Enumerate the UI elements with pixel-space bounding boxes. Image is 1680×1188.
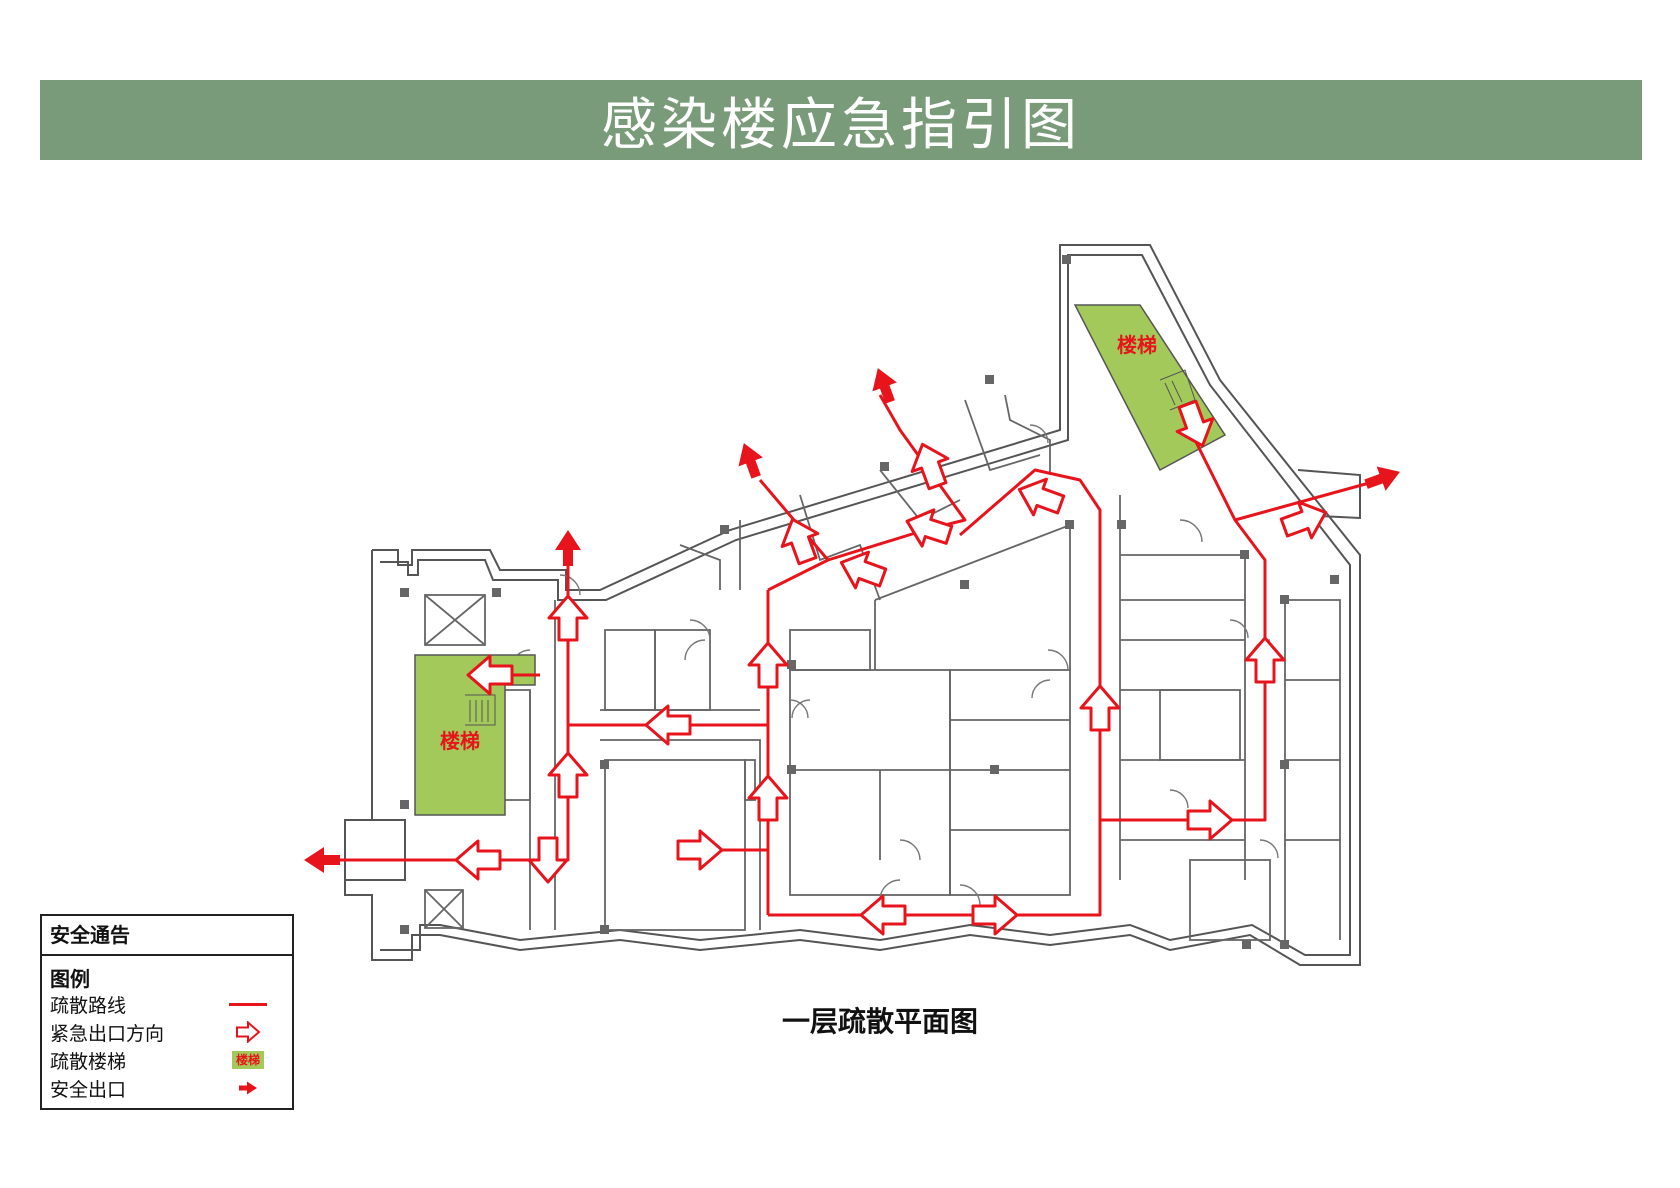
interior-walls <box>424 394 1341 941</box>
door-swings <box>511 424 1279 906</box>
hollow-arrow-icon <box>1011 470 1069 524</box>
hollow-arrow-icon <box>1079 684 1121 732</box>
legend-item-label: 紧急出口方向 <box>50 1022 165 1045</box>
floor-caption: 一层疏散平面图 <box>781 1005 978 1038</box>
solid-arrow-icon <box>731 438 769 482</box>
legend-item-label: 疏散路线 <box>50 994 127 1017</box>
hollow-arrow-icon <box>899 501 957 555</box>
title-banner: 感染楼应急指引图 <box>40 80 1642 160</box>
legend-item-route: 疏散路线 <box>42 990 292 1018</box>
stair-label-right: 楼梯 <box>1117 333 1157 357</box>
exit-direction-arrows <box>454 396 1334 936</box>
solid-arrow-icon <box>1361 459 1405 497</box>
page-title: 感染楼应急指引图 <box>601 92 1081 158</box>
hollow-arrow-icon <box>644 704 692 746</box>
legend-item-safety-exit: 安全出口 <box>42 1074 292 1102</box>
legend-panel: 安全通告 图例 疏散路线 紧急出口方向 疏散楼梯 楼梯 安全出口 <box>40 914 294 1110</box>
legend-item-label: 疏散楼梯 <box>50 1050 127 1073</box>
route-line-icon <box>228 1002 268 1006</box>
legend-item-stair: 疏散楼梯 楼梯 <box>42 1046 292 1074</box>
solid-arrow-icon <box>304 847 340 873</box>
hollow-arrow-icon <box>1244 636 1286 684</box>
hollow-arrow-icon <box>676 829 724 871</box>
outer-walls <box>344 244 1361 966</box>
hollow-arrow-icon <box>454 839 502 881</box>
stair-label-left: 楼梯 <box>440 729 480 753</box>
evac-stair-left: 楼梯 <box>414 654 536 816</box>
legend-header: 安全通告 <box>42 916 292 956</box>
solid-arrow-icon <box>555 530 581 566</box>
hollow-arrow-icon <box>228 1021 268 1043</box>
legend-subheader: 图例 <box>50 967 90 991</box>
hollow-arrow-icon <box>527 836 569 884</box>
columns <box>400 255 1339 949</box>
stair-swatch-icon: 楼梯 <box>231 1051 264 1069</box>
hollow-arrow-icon <box>859 894 907 936</box>
legend-item-label: 安全出口 <box>50 1078 127 1101</box>
hollow-arrow-icon <box>747 641 789 689</box>
legend-item-exit-direction: 紧急出口方向 <box>42 1018 292 1046</box>
hollow-arrow-icon <box>1186 799 1234 841</box>
solid-arrow-icon <box>228 1078 268 1098</box>
